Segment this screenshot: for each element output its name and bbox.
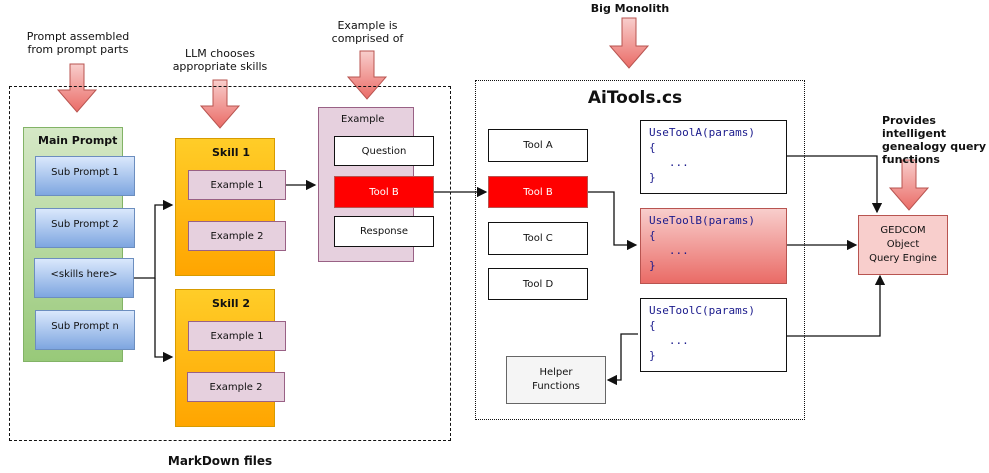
annotation-example-comprised: Example is comprised of xyxy=(331,19,404,45)
skill-2-example-2[interactable]: Example 2 xyxy=(187,372,285,402)
markdown-files-label: MarkDown files xyxy=(167,454,273,468)
use-tool-a-signature: UseToolA(params) xyxy=(649,126,755,139)
skill-1-title: Skill 1 xyxy=(212,146,251,159)
pointer-arrow-monolith xyxy=(608,17,650,69)
use-tool-c-signature: UseToolC(params) xyxy=(649,304,755,317)
use-tool-a-body: { ... } xyxy=(649,141,689,184)
annotation-llm-chooses: LLM chooses appropriate skills xyxy=(172,47,268,73)
skill-2-container[interactable]: Skill 2 xyxy=(175,289,275,427)
helper-functions[interactable]: Helper Functions xyxy=(506,356,606,404)
use-tool-c-function[interactable]: UseToolC(params) { ... } xyxy=(640,298,787,372)
tool-d[interactable]: Tool D xyxy=(488,268,588,300)
tool-b[interactable]: Tool B xyxy=(488,176,588,208)
skill-1-example-1[interactable]: Example 1 xyxy=(188,170,286,200)
main-prompt-title: Main Prompt xyxy=(38,134,118,147)
example-question[interactable]: Question xyxy=(334,136,434,166)
tool-a[interactable]: Tool A xyxy=(488,129,588,162)
gedcom-query-engine[interactable]: GEDCOM Object Query Engine xyxy=(858,215,948,275)
use-tool-c-body: { ... } xyxy=(649,319,689,362)
aitools-group xyxy=(475,80,805,420)
use-tool-b-signature: UseToolB(params) xyxy=(649,214,755,227)
tool-c[interactable]: Tool C xyxy=(488,222,588,255)
skills-placeholder-item[interactable]: <skills here> xyxy=(34,258,134,298)
skill-1-example-2[interactable]: Example 2 xyxy=(188,221,286,251)
use-tool-a-function[interactable]: UseToolA(params) { ... } xyxy=(640,120,787,194)
sub-prompt-item[interactable]: Sub Prompt 1 xyxy=(35,156,135,196)
annotation-provides: Provides intelligent genealogy query fun… xyxy=(882,114,987,166)
example-response[interactable]: Response xyxy=(334,216,434,247)
annotation-big-monolith: Big Monolith xyxy=(590,2,670,15)
pointer-arrow-skills xyxy=(199,79,241,129)
skill-2-example-1[interactable]: Example 1 xyxy=(188,321,286,351)
pointer-arrow-example xyxy=(346,50,388,100)
use-tool-b-function[interactable]: UseToolB(params) { ... } xyxy=(640,208,787,284)
annotation-prompt-assembled: Prompt assembled from prompt parts xyxy=(26,30,130,56)
pointer-arrow-gedcom xyxy=(888,159,930,211)
sub-prompt-item[interactable]: Sub Prompt 2 xyxy=(35,208,135,248)
skill-1-container[interactable]: Skill 1 xyxy=(175,138,275,276)
example-tool-b[interactable]: Tool B xyxy=(334,176,434,208)
aitools-title: AiTools.cs xyxy=(587,88,683,108)
pointer-arrow-prompt xyxy=(56,63,98,113)
use-tool-b-body: { ... } xyxy=(649,229,689,272)
sub-prompt-item[interactable]: Sub Prompt n xyxy=(35,310,135,350)
example-title: Example xyxy=(341,114,385,125)
skill-2-title: Skill 2 xyxy=(212,297,251,310)
markdown-files-group xyxy=(9,86,451,441)
